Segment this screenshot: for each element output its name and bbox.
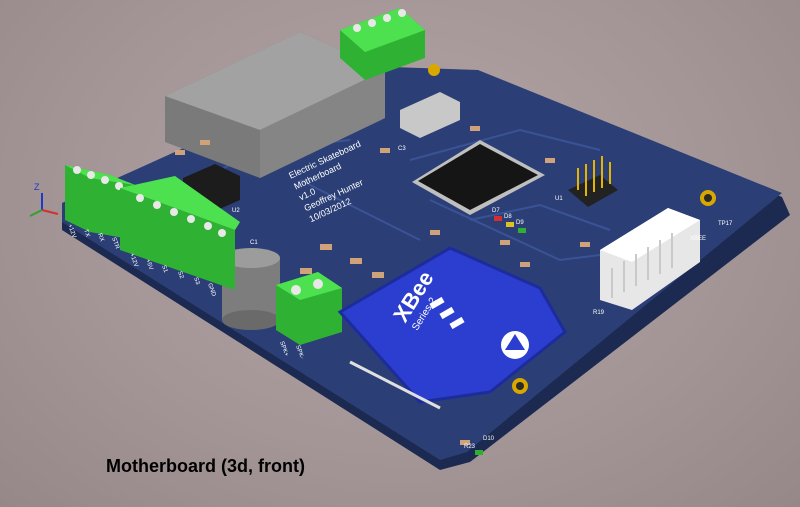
ref-d10: D10 [483, 436, 495, 442]
ref-d7: D7 [492, 208, 500, 214]
label-s2: S2 [176, 271, 184, 281]
terminal-block-speaker [276, 272, 342, 345]
terminal-block-left [65, 165, 135, 240]
white-connector [600, 208, 700, 310]
axis-gizmo: Z [29, 182, 59, 217]
ref-d9: D9 [516, 220, 524, 226]
label-spk-minus: SPK- [294, 345, 304, 360]
smd-components [175, 126, 590, 445]
ref-xbee: XBEE [690, 236, 706, 242]
microcontroller-chip [412, 140, 545, 215]
pin-header [568, 156, 618, 207]
ref-r23: R23 [464, 444, 476, 450]
terminal-block-middle [120, 176, 240, 290]
label-s1: S1 [160, 265, 168, 275]
label-gnd: GND [206, 283, 216, 298]
label-12v-a: +12V [66, 224, 76, 239]
label-tx: TX [82, 229, 90, 238]
label-rx: RX [96, 233, 104, 243]
ref-u2: U2 [232, 208, 240, 214]
speaker-labels: SPK+ SPK- [278, 341, 304, 360]
label-spk-plus: SPK+ [278, 341, 289, 358]
xbee-module [337, 246, 567, 410]
axis-label: Z [34, 182, 40, 192]
status-leds [475, 216, 526, 455]
label-s3: S3 [192, 277, 200, 287]
ref-c1: C1 [250, 240, 258, 246]
label-str: STR [110, 237, 120, 251]
terminal-block-top [340, 8, 425, 80]
reference-designators: U1 U2 C1 C3 R19 TP17 D10 R23 XBEE D7 D8 … [232, 146, 733, 450]
image-caption: Motherboard (3d, front) [106, 456, 305, 476]
ref-u1: U1 [555, 196, 563, 202]
ref-d8: D8 [504, 214, 512, 220]
crystal-component [400, 92, 460, 138]
label-5v: +5V [144, 259, 153, 271]
ref-r19: R19 [593, 310, 605, 316]
ref-tp17: TP17 [718, 221, 733, 227]
relay-component [165, 32, 385, 178]
ref-c3: C3 [398, 146, 406, 152]
label-12v-b: +12V [128, 253, 138, 268]
terminal-left-labels: +12V TX RX STR [66, 224, 120, 251]
terminal-mid-labels: +12V +5V S1 S2 S3 GND [128, 253, 216, 298]
